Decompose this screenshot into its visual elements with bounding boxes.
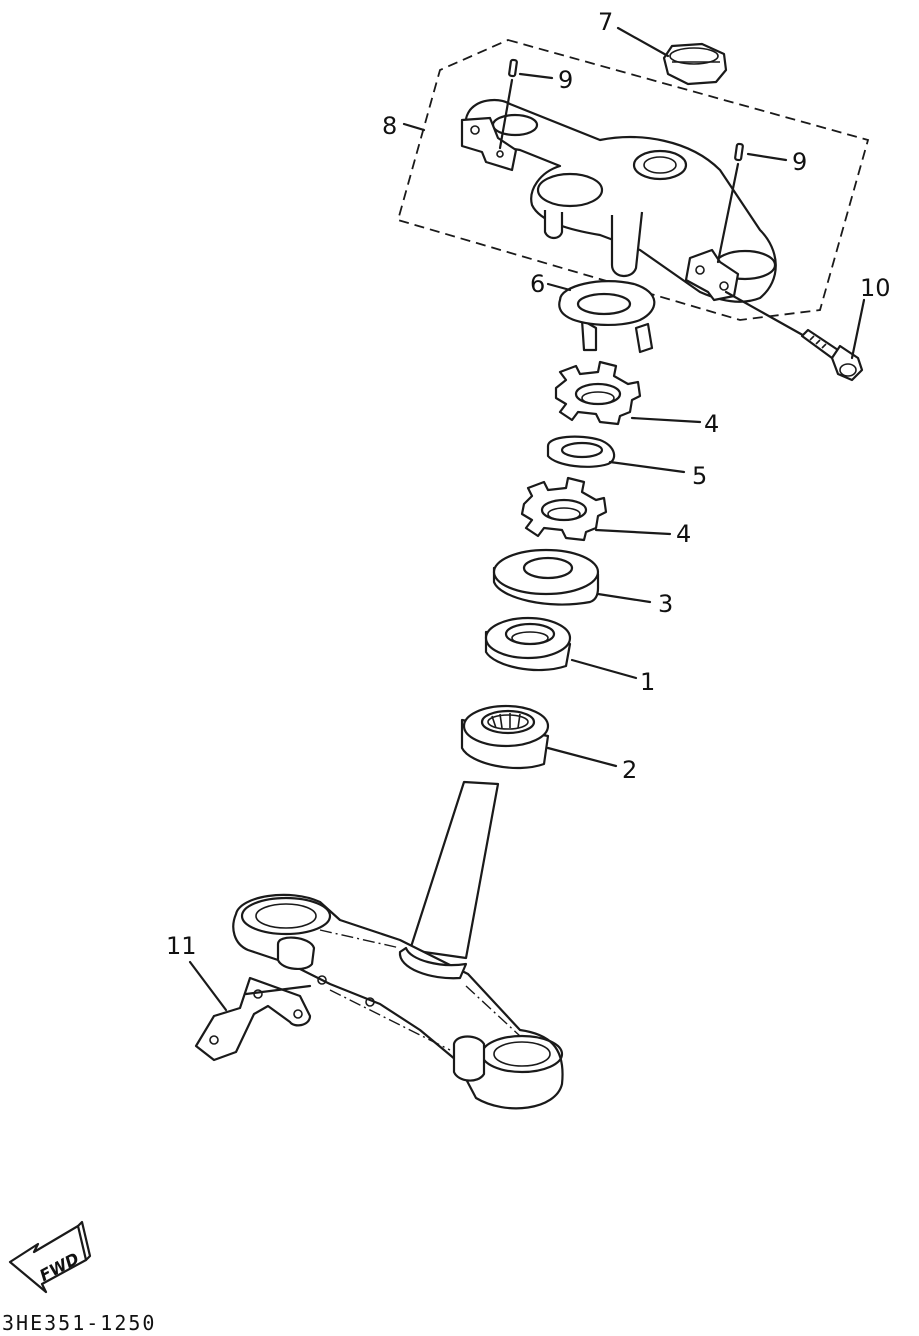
callout-3: 3: [658, 590, 673, 618]
lower-bearing: [460, 704, 550, 770]
bearing-cover: [492, 548, 600, 606]
drawing-code: 3HE351-1250: [2, 1311, 156, 1335]
pinch-bolt: [724, 290, 864, 382]
callout-9-right: 9: [792, 148, 807, 176]
callout-4-upper: 4: [704, 410, 719, 438]
mounting-bracket: [194, 976, 312, 1062]
callout-9-left: 9: [558, 66, 573, 94]
callout-7: 7: [598, 8, 613, 36]
callout-8: 8: [382, 112, 397, 140]
callout-2: 2: [622, 756, 637, 784]
forward-arrow-icon: FWD: [8, 1220, 92, 1294]
callout-4-lower: 4: [676, 520, 691, 548]
callout-5: 5: [692, 462, 707, 490]
washer: [546, 435, 616, 468]
callout-10: 10: [860, 274, 891, 302]
pin-left: [498, 58, 518, 150]
callout-labels: 7 9 8 9 10 6 4 5 4 3 1 2 11: [166, 8, 891, 960]
upper-bracket-assembly: [396, 39, 870, 321]
pin-right: [716, 142, 744, 264]
under-bracket-stem: [232, 780, 564, 1110]
cap-nut: [662, 42, 728, 86]
leader-lines: [188, 26, 866, 1012]
callout-1: 1: [640, 668, 655, 696]
callout-6: 6: [530, 270, 545, 298]
ring-nut-lower: [520, 476, 608, 542]
upper-bearing: [484, 616, 572, 672]
callout-11: 11: [166, 932, 197, 960]
lock-washer: [558, 280, 656, 354]
ring-nut-upper: [554, 360, 642, 426]
